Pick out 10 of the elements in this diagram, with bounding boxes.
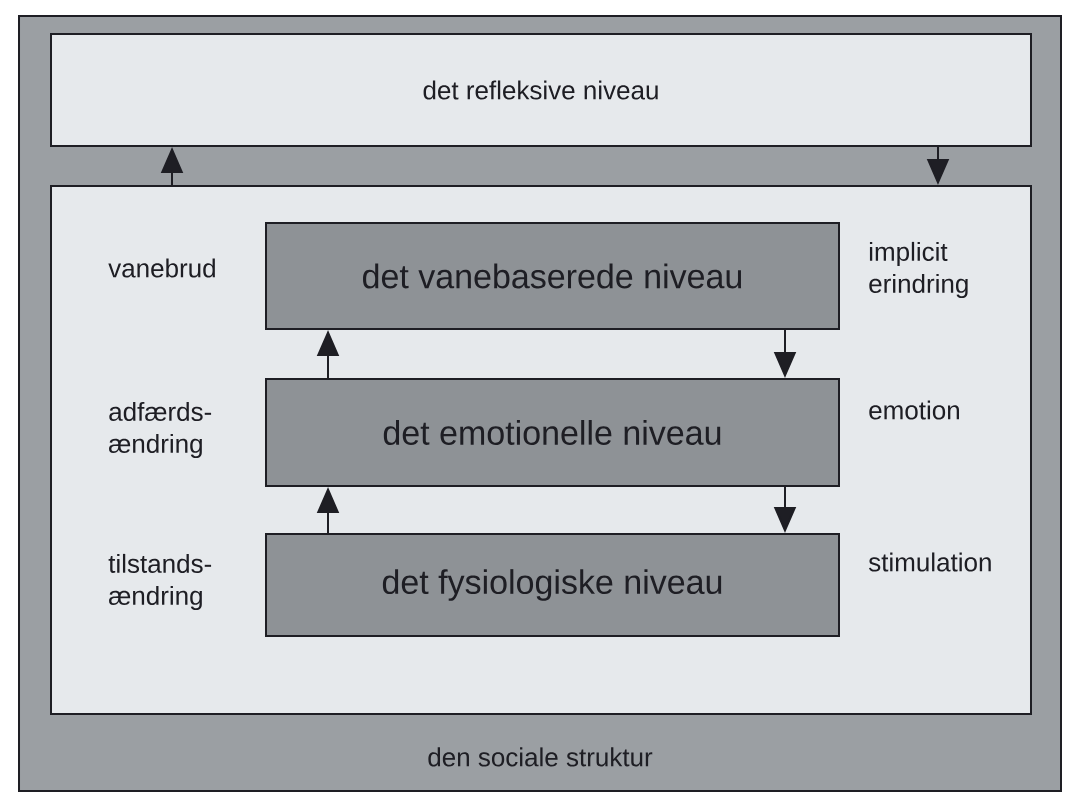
side-label: vanebrud bbox=[108, 258, 215, 278]
side-label: stimulation bbox=[868, 552, 991, 572]
level-box: det vanebaserede niveau bbox=[265, 222, 840, 330]
side-label: emotion bbox=[869, 400, 959, 420]
level-box: det emotionelle niveau bbox=[265, 378, 840, 487]
side-label: implicit erindring bbox=[869, 241, 968, 299]
level-box: det refleksive niveau bbox=[50, 33, 1032, 147]
side-label: adfærds- ændring bbox=[109, 401, 212, 459]
level-box: det fysiologiske niveau bbox=[265, 533, 840, 637]
side-label: tilstands- ændring bbox=[108, 553, 212, 611]
